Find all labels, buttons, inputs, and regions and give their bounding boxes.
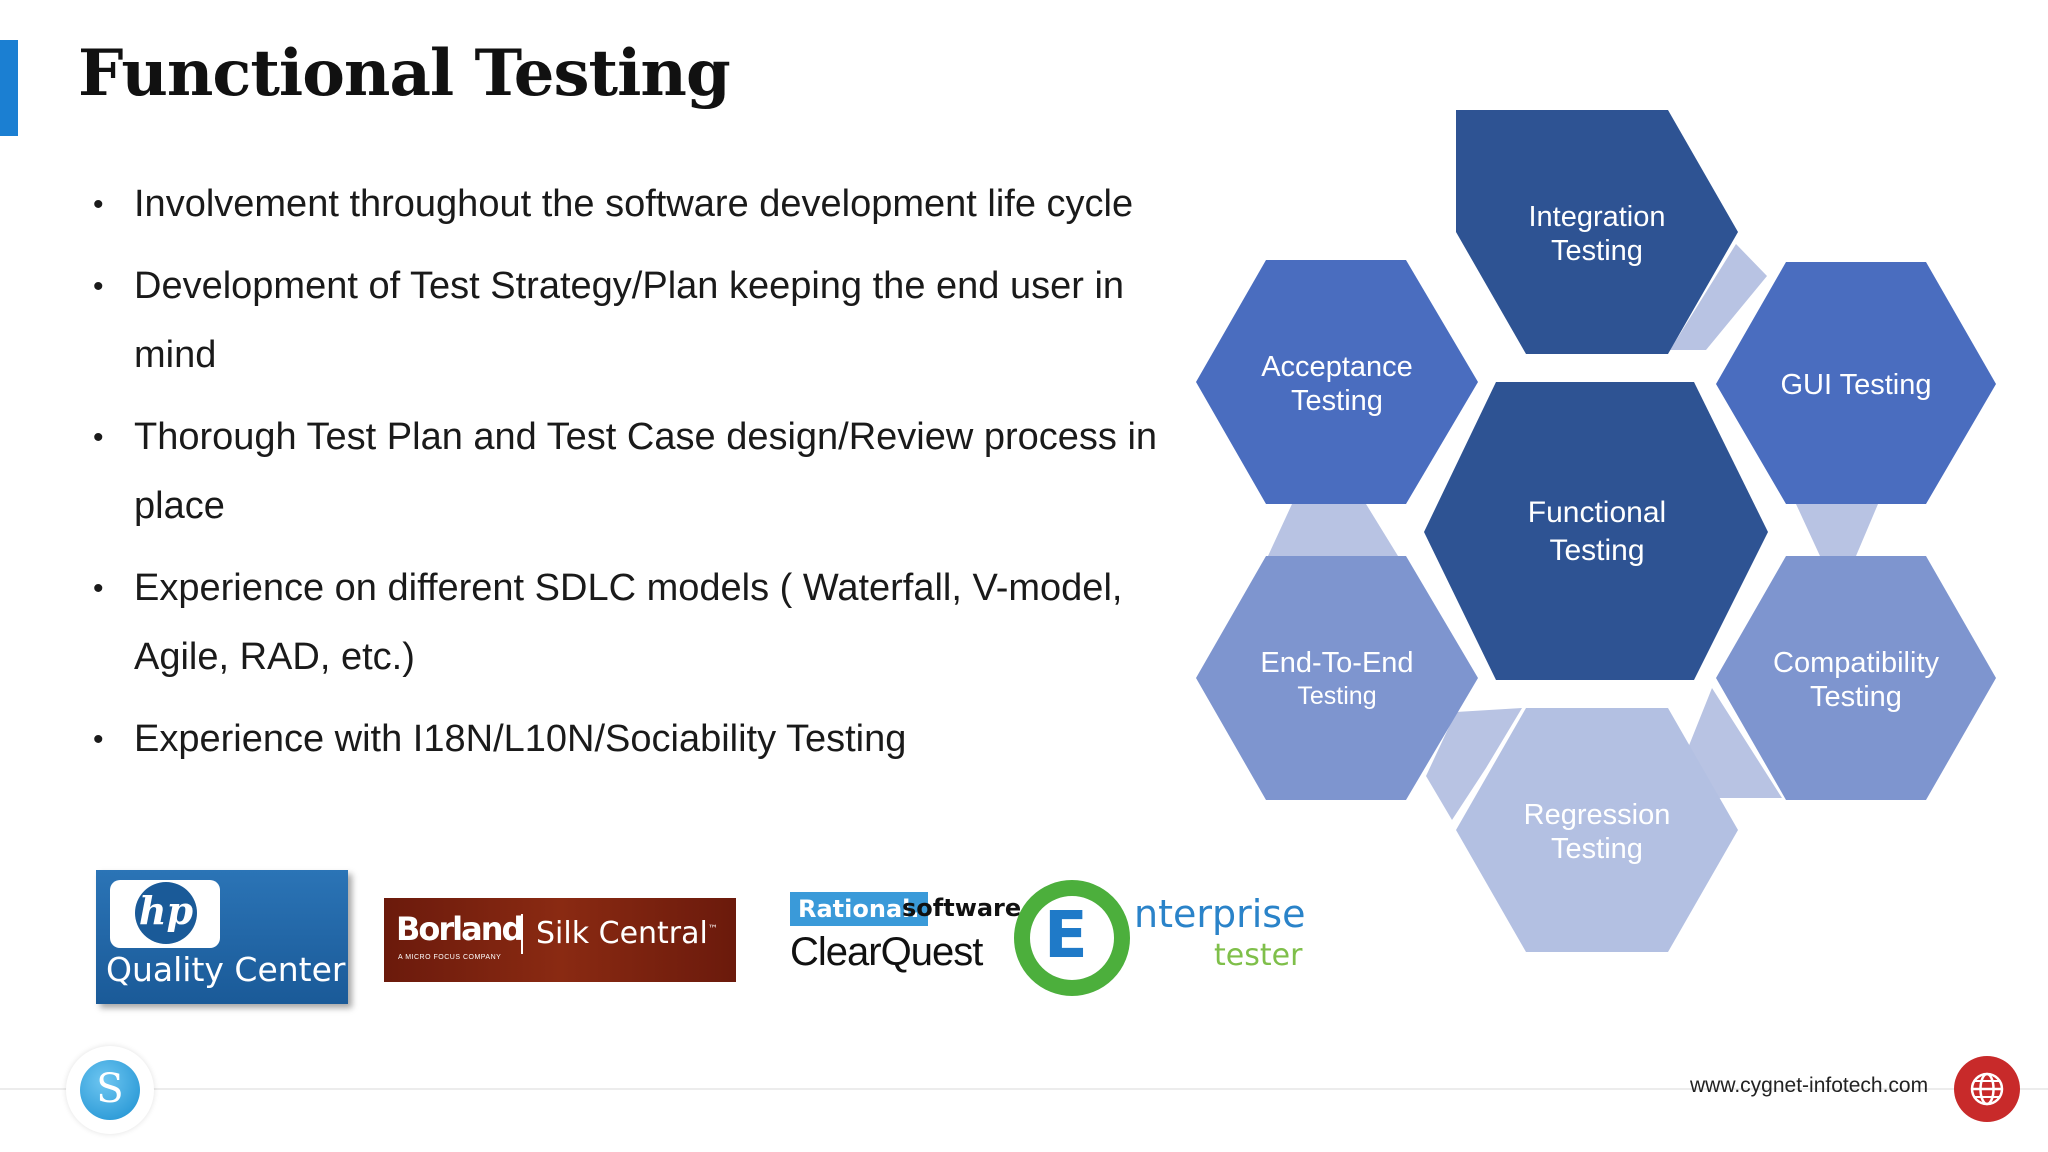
company-logo-icon: S <box>66 1046 154 1134</box>
hex-compatibility: Compatibility Testing <box>1716 556 1996 800</box>
hex-label-line: GUI Testing <box>1781 369 1932 401</box>
hex-label-line: Testing <box>1549 534 1644 567</box>
enterprise-e-mark: E <box>1044 899 1088 973</box>
globe-icon-graphic <box>1970 1072 2004 1106</box>
hp-product-text: Quality Center <box>106 950 346 989</box>
hex-label-line: Functional <box>1528 496 1666 529</box>
rational-software-word: software <box>902 894 1022 922</box>
bullet-text: Experience on different SDLC models ( Wa… <box>134 567 1123 678</box>
company-logo-letter: S <box>96 1066 124 1112</box>
bullet-item: • Thorough Test Plan and Test Case design… <box>90 403 1170 541</box>
globe-icon <box>1954 1056 2020 1122</box>
hex-label-line: End-To-End <box>1260 647 1413 679</box>
rational-clearquest-logo: Rational. software ClearQuest <box>790 892 1021 982</box>
borland-trademark: ™ <box>707 924 718 935</box>
slide-title: Functional Testing <box>78 36 731 111</box>
hex-label-line: Acceptance <box>1261 351 1413 383</box>
hex-connectors <box>1268 244 1878 820</box>
rational-product: ClearQuest <box>790 930 983 974</box>
hex-shape <box>1716 556 1996 800</box>
enterprise-ring-icon: E <box>1014 880 1130 996</box>
hex-gui: GUI Testing <box>1716 262 1996 504</box>
borland-product: Silk Central™ <box>536 916 718 951</box>
hp-mark: hp <box>135 882 197 944</box>
hex-label-line: Testing <box>1551 235 1643 267</box>
hex-connector <box>1268 504 1398 556</box>
hex-shape <box>1456 110 1738 354</box>
hex-connector <box>1688 688 1782 798</box>
hex-shape <box>1424 382 1768 680</box>
hex-label-line: Integration <box>1528 201 1665 233</box>
borland-silk-central-logo: Borland A MICRO FOCUS COMPANY Silk Centr… <box>384 898 736 982</box>
rational-badge: Rational. <box>790 892 928 926</box>
hex-label-line: Compatibility <box>1773 647 1939 679</box>
title-accent-bar <box>0 40 18 136</box>
company-logo-mark: S <box>80 1060 140 1120</box>
bullet-item: • Experience with I18N/L10N/Sociability T… <box>90 705 1170 774</box>
borland-product-name: Silk Central <box>536 916 708 951</box>
bullet-dot: • <box>93 270 104 303</box>
bullet-dot: • <box>93 723 104 756</box>
hex-connector <box>1670 244 1767 350</box>
borland-tagline: A MICRO FOCUS COMPANY <box>398 954 502 961</box>
footer-url: www.cygnet-infotech.com <box>1690 1074 1929 1097</box>
bullet-dot: • <box>93 572 104 605</box>
borland-name: Borland <box>396 910 524 948</box>
enterprise-word: nterprise <box>1134 892 1306 936</box>
bullet-text: Thorough Test Plan and Test Case design/… <box>134 416 1158 527</box>
bullet-list: • Involvement throughout the software dev… <box>90 170 1170 787</box>
hex-label-line: Testing <box>1551 833 1643 865</box>
hex-center-functional: Functional Testing <box>1424 382 1768 680</box>
hex-label-line: Testing <box>1291 385 1383 417</box>
hex-label-line: Testing <box>1810 681 1902 713</box>
bullet-text: Involvement throughout the software deve… <box>134 183 1134 225</box>
hex-acceptance: Acceptance Testing <box>1196 260 1478 504</box>
enterprise-tester-word: tester <box>1214 938 1303 973</box>
hp-quality-center-logo: hp Quality Center <box>96 870 348 1004</box>
footer-divider <box>0 1088 2048 1090</box>
hex-regression: Regression Testing <box>1456 708 1738 952</box>
bullet-item: • Involvement throughout the software dev… <box>90 170 1170 239</box>
hex-connector <box>1796 504 1878 556</box>
bullet-dot: • <box>93 421 104 454</box>
bullet-item: • Development of Test Strategy/Plan keepi… <box>90 252 1170 390</box>
bullet-text: Experience with I18N/L10N/Sociability Te… <box>134 718 907 760</box>
hex-end-to-end: End-To-End Testing <box>1196 556 1478 800</box>
hex-connector <box>1426 708 1522 820</box>
hex-label-line: Testing <box>1297 682 1376 710</box>
enterprise-tester-logo: E nterprise tester <box>1014 880 1306 1000</box>
bullet-item: • Experience on different SDLC models ( W… <box>90 554 1170 692</box>
borland-separator <box>521 914 523 954</box>
hp-badge: hp <box>110 880 220 948</box>
hex-label-line: Regression <box>1524 799 1671 831</box>
hex-shape <box>1196 556 1478 800</box>
bullet-text: Development of Test Strategy/Plan keepin… <box>134 265 1125 376</box>
hex-shape <box>1196 260 1478 504</box>
hex-shape <box>1456 708 1738 952</box>
hex-shape <box>1716 262 1996 504</box>
hex-integration: Integration Testing <box>1456 110 1738 354</box>
bullet-dot: • <box>93 188 104 221</box>
